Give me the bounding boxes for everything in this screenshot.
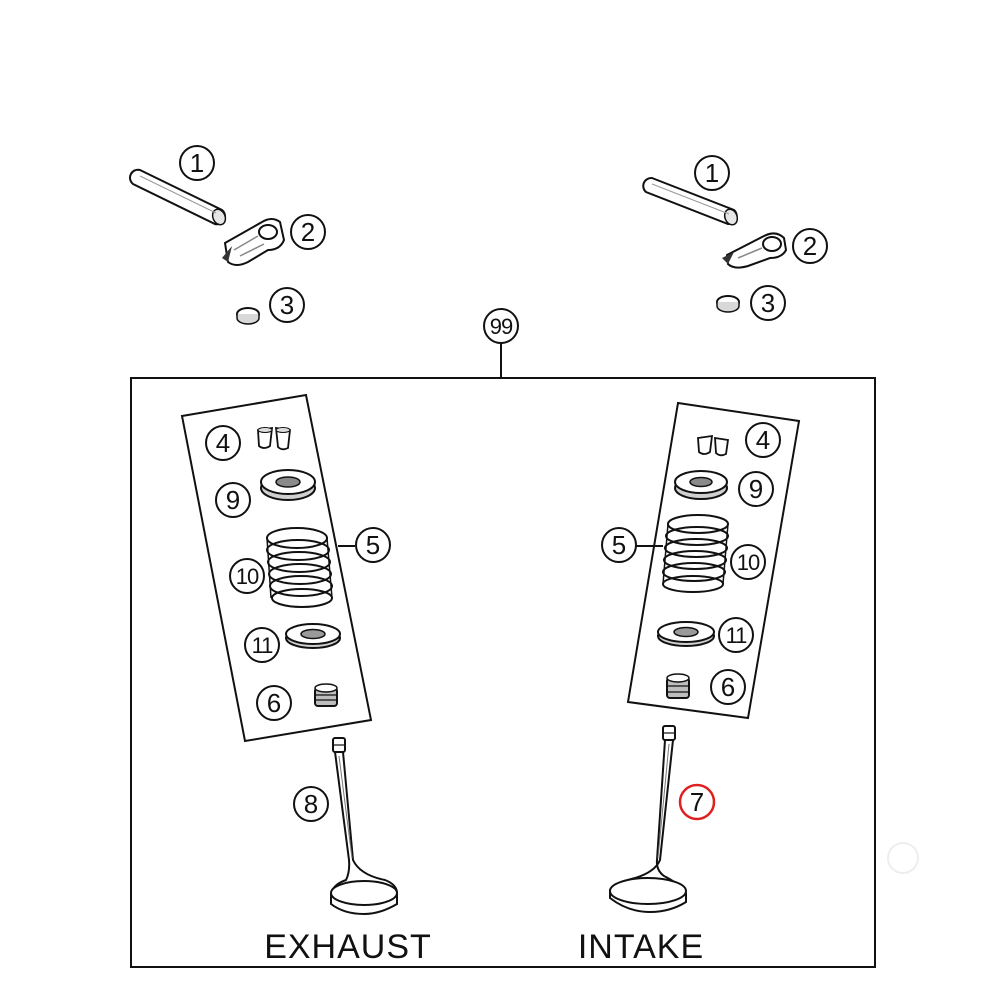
callout-3-right[interactable]: 3: [750, 285, 786, 321]
rocker-arm-left[interactable]: [222, 218, 286, 266]
callout-7-text: 7: [690, 787, 704, 817]
callout-5-exhaust-text: 5: [366, 530, 380, 560]
callout-10-intake-text: 10: [737, 550, 760, 575]
valve-stem-seal-exhaust[interactable]: [314, 683, 338, 707]
callout-6-intake-text: 6: [721, 672, 735, 702]
intake-label: INTAKE: [578, 928, 704, 966]
callout-9-intake-text: 9: [749, 474, 763, 504]
shim-right[interactable]: [716, 295, 740, 313]
valve-spring-exhaust[interactable]: [266, 527, 333, 608]
assembly-frame: [130, 377, 876, 968]
exhaust-side: 4 9 5 10 11 6: [180, 393, 432, 966]
callout-2-left-text: 2: [301, 217, 315, 247]
spring-seat-exhaust[interactable]: [285, 623, 341, 649]
rocker-group-left: 1 2 3: [129, 145, 326, 325]
callout-9-exhaust[interactable]: 9: [215, 482, 251, 518]
shim-left[interactable]: [236, 307, 260, 325]
callout-9-exhaust-text: 9: [226, 485, 240, 515]
callout-8-text: 8: [304, 789, 318, 819]
callout-10-intake[interactable]: 10: [730, 544, 766, 580]
faint-ring-mark: [887, 842, 919, 874]
callout-4-intake[interactable]: 4: [745, 422, 781, 458]
intake-subframe: [626, 401, 801, 720]
callout-4-intake-text: 4: [756, 425, 770, 455]
callout-99-text: 99: [490, 314, 513, 339]
valve-collets-intake[interactable]: [697, 434, 730, 457]
callout-1-left-text: 1: [190, 148, 204, 178]
callout-2-right[interactable]: 2: [792, 228, 828, 264]
callout-11-intake-text: 11: [726, 623, 748, 648]
callout-6-exhaust-text: 6: [267, 688, 281, 718]
intake-side: 4 9 5 10 11 6: [578, 401, 801, 966]
exhaust-label: EXHAUST: [264, 928, 432, 966]
spring-seat-intake[interactable]: [657, 621, 715, 647]
intake-valve[interactable]: [609, 725, 687, 914]
callout-99[interactable]: 99: [483, 308, 519, 344]
callout-10-exhaust[interactable]: 10: [229, 558, 265, 594]
callout-2-right-text: 2: [803, 231, 817, 261]
exhaust-subframe: [180, 393, 373, 743]
callout-5-intake-text: 5: [612, 530, 626, 560]
rocker-shaft-left[interactable]: [129, 168, 228, 227]
callout-3-left-text: 3: [280, 290, 294, 320]
valve-stem-seal-intake[interactable]: [666, 673, 690, 699]
callout-11-intake[interactable]: 11: [718, 617, 754, 653]
callout-3-left[interactable]: 3: [269, 287, 305, 323]
callout-1-right[interactable]: 1: [694, 155, 730, 191]
callout-5-intake[interactable]: 5: [601, 527, 637, 563]
callout-11-exhaust[interactable]: 11: [244, 627, 280, 663]
spring-retainer-intake[interactable]: [674, 470, 728, 500]
rocker-group-right: 1 2 3: [642, 155, 828, 321]
callout-1-right-text: 1: [705, 158, 719, 188]
callout-4-exhaust-text: 4: [216, 428, 230, 458]
callout-7-highlighted[interactable]: 7: [678, 783, 716, 821]
callout-2-left[interactable]: 2: [290, 214, 326, 250]
callout-4-exhaust[interactable]: 4: [205, 425, 241, 461]
callout-5-exhaust[interactable]: 5: [355, 527, 391, 563]
callout-10-exhaust-text: 10: [236, 564, 259, 589]
callout-3-right-text: 3: [761, 288, 775, 318]
valve-collets-exhaust[interactable]: [257, 426, 291, 451]
callout-6-exhaust[interactable]: 6: [256, 685, 292, 721]
callout-8[interactable]: 8: [293, 786, 329, 822]
rocker-arm-right[interactable]: [722, 232, 788, 269]
exhaust-valve[interactable]: [330, 737, 399, 916]
callout-9-intake[interactable]: 9: [738, 471, 774, 507]
spring-retainer-exhaust[interactable]: [260, 469, 316, 501]
callout-6-intake[interactable]: 6: [710, 669, 746, 705]
callout-11-exhaust-text: 11: [252, 633, 274, 658]
rocker-shaft-right[interactable]: [642, 176, 739, 227]
valve-spring-intake[interactable]: [662, 514, 729, 593]
callout-1-left[interactable]: 1: [179, 145, 215, 181]
